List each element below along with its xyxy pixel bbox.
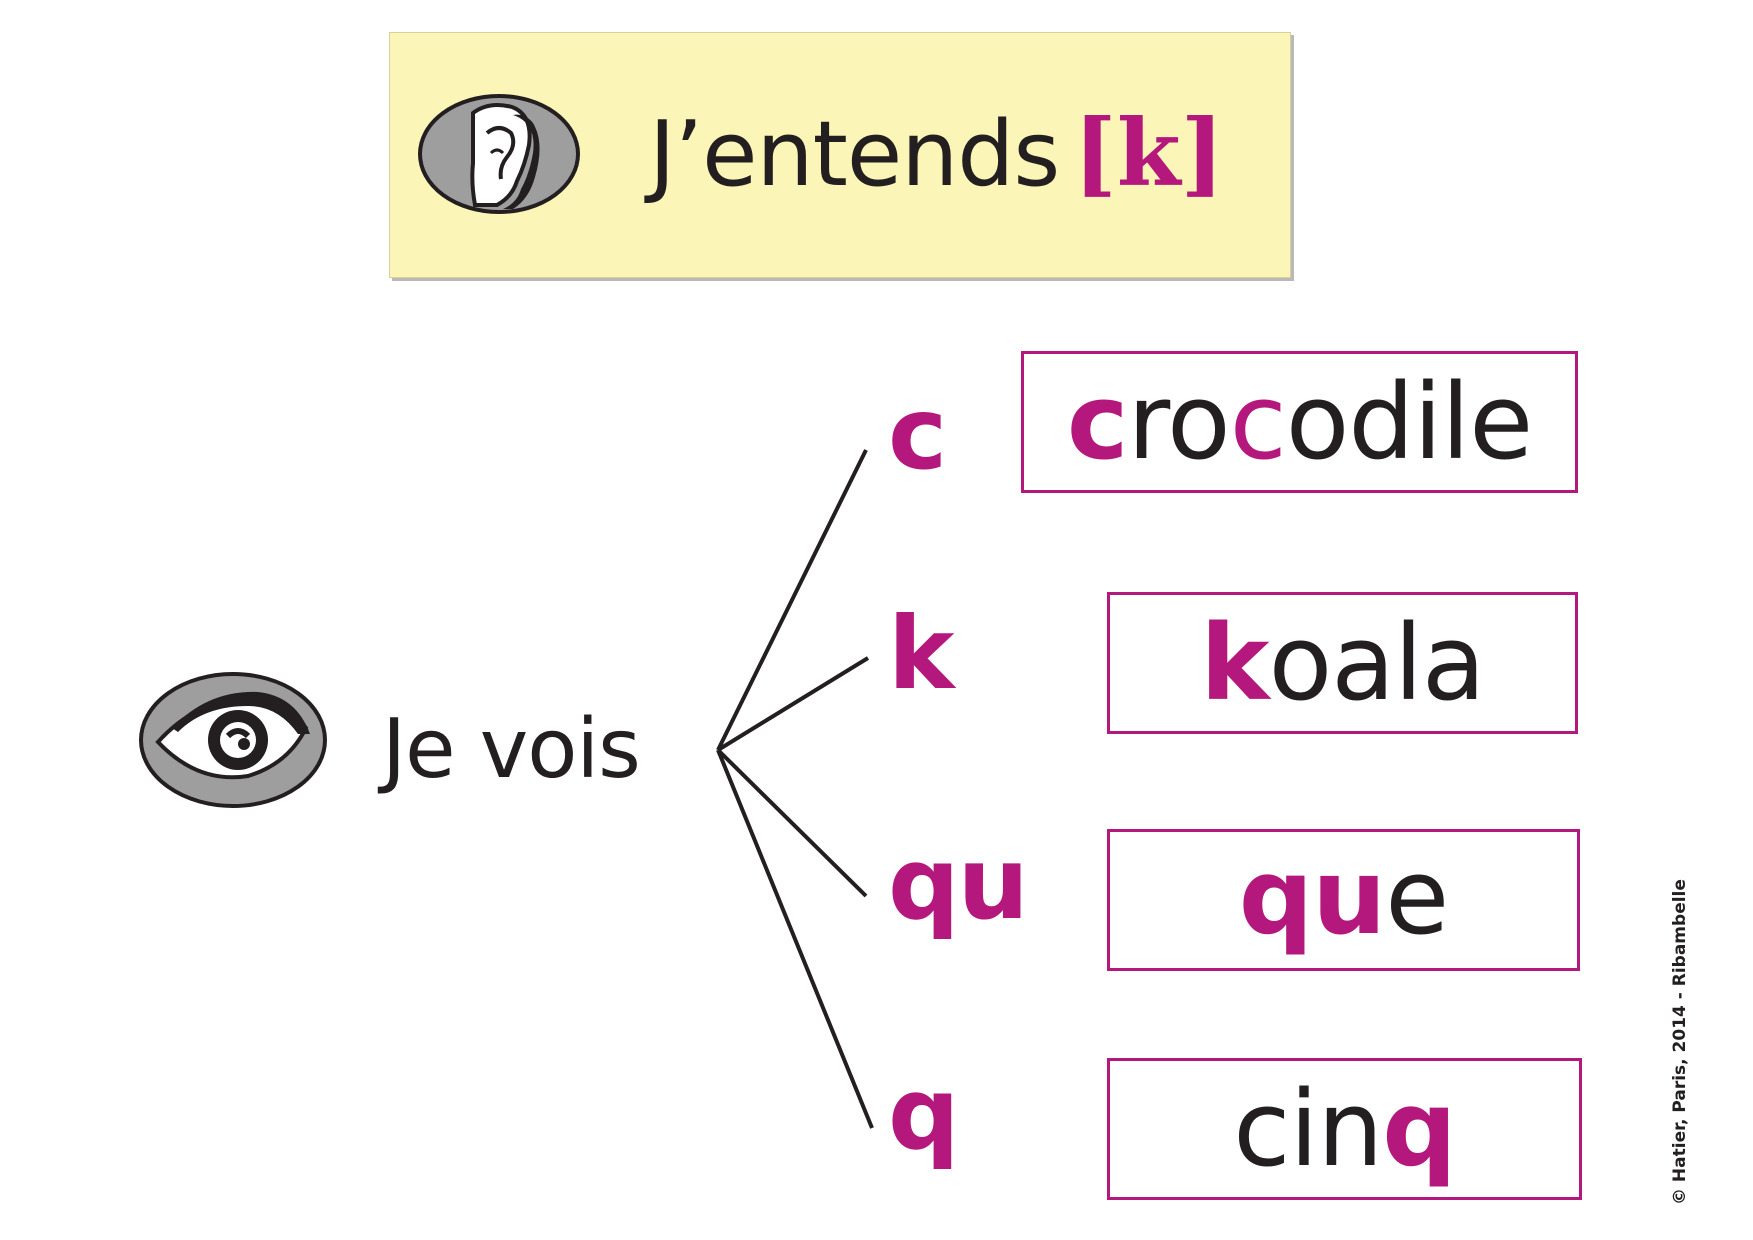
grapheme-q: q [888, 1055, 960, 1172]
branch-line-k [716, 656, 870, 752]
word-part: k [1200, 602, 1269, 724]
page-title: J’entends[k] [649, 83, 1224, 223]
je-vois-label: Je vois [382, 702, 641, 797]
word-part: oala [1268, 602, 1486, 724]
branch-line-c [716, 449, 868, 751]
word-box-que: que [1107, 829, 1580, 971]
title-label: J’entends [649, 102, 1060, 207]
word-part: cin [1233, 1068, 1383, 1190]
word-part: odile [1285, 361, 1533, 483]
word-box-crocodile: crocodile [1021, 351, 1578, 493]
ear-icon [417, 93, 581, 215]
word-box-cinq: cinq [1107, 1058, 1582, 1200]
word-part: c [1066, 361, 1129, 483]
phoneme-label: [k] [1073, 99, 1225, 207]
title-banner: J’entends[k] [389, 32, 1291, 278]
grapheme-c: c [888, 375, 947, 492]
branch-line-q [716, 749, 874, 1129]
word-part: c [1229, 361, 1287, 483]
word-box-koala: koala [1107, 592, 1578, 734]
word-part: ro [1127, 361, 1230, 483]
word-part: q [1382, 1068, 1456, 1190]
word-part: qu [1238, 836, 1386, 958]
copyright-notice: © Hatier, Paris, 2014 - Ribambelle [1670, 879, 1690, 1205]
branch-line-qu [716, 748, 868, 898]
grapheme-qu: qu [888, 825, 1029, 942]
word-part: e [1385, 836, 1449, 958]
grapheme-k: k [888, 595, 955, 712]
eye-icon [138, 670, 328, 810]
